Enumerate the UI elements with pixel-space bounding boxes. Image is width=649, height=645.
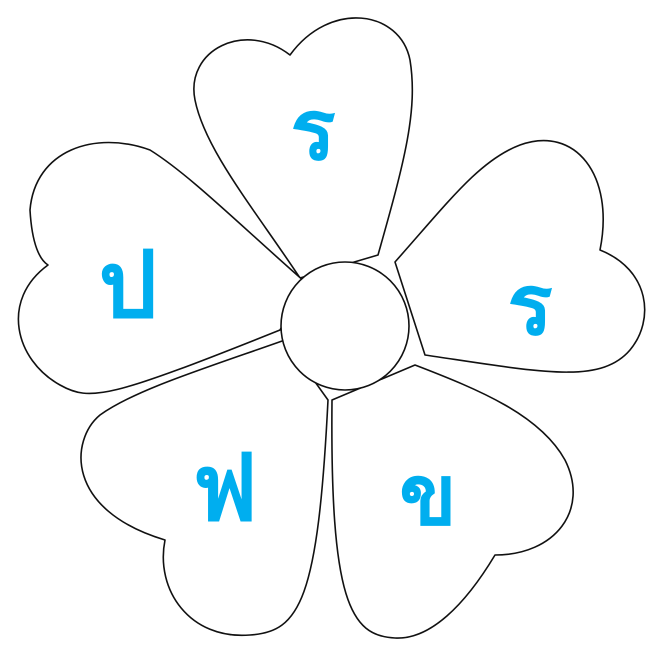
petal-bottom-right-letter: ข: [399, 446, 456, 544]
petal-left-letter: ป: [99, 232, 157, 339]
flower-center: [281, 262, 409, 390]
petal-bottom-left-letter: ฟ: [192, 435, 257, 542]
petal-bottom-right: ข: [332, 365, 573, 638]
petal-top-letter: ร: [290, 81, 335, 179]
petal-right: ร: [395, 141, 645, 373]
petal-right-letter: ร: [507, 256, 552, 354]
